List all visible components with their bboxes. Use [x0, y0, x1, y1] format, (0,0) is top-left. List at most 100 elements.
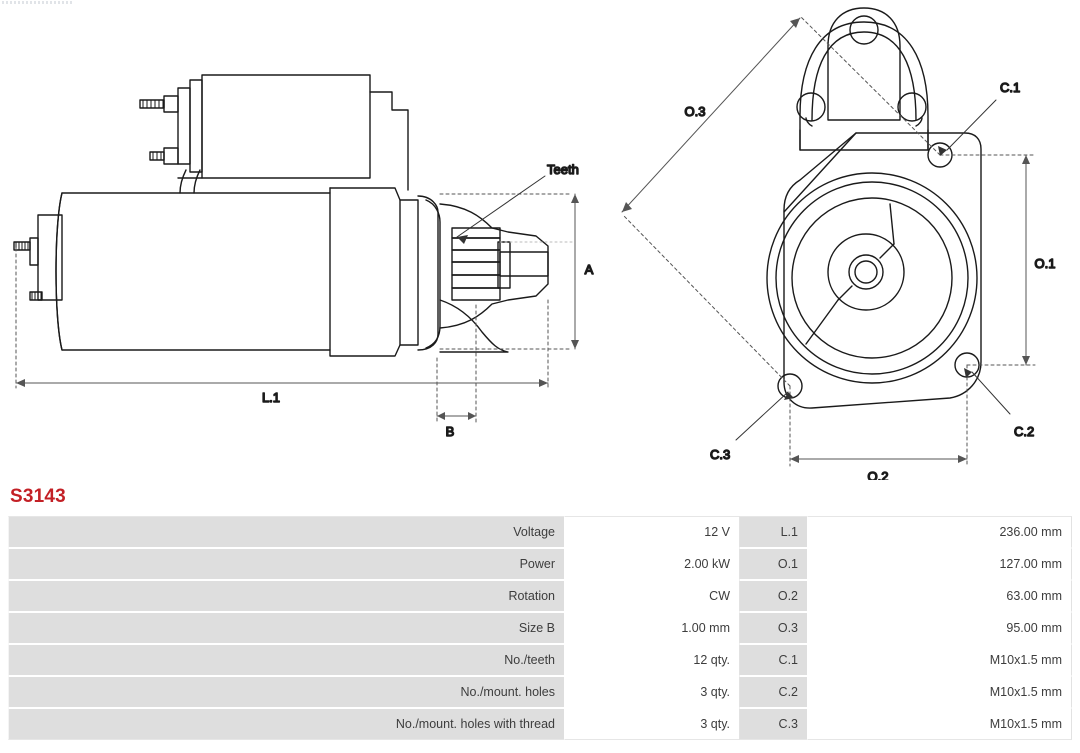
- spec-value: 2.00 kW: [565, 548, 740, 580]
- solenoid-end-plate: [177, 87, 191, 165]
- specification-table: Voltage 12 V L.1 236.00 mm Power 2.00 kW…: [8, 516, 1072, 740]
- spec-label: No./mount. holes with thread: [8, 708, 565, 740]
- stud-upper-thread: [15, 241, 29, 251]
- table-row: No./teeth 12 qty. C.1 M10x1.5 mm: [8, 644, 1072, 676]
- terminal-lower-stud: [149, 151, 165, 161]
- label-L1: L.1: [262, 390, 280, 405]
- solenoid-outer-ring: [827, 7, 901, 121]
- label-C3: C.3: [710, 447, 730, 462]
- table-row: No./mount. holes with thread 3 qty. C.3 …: [8, 708, 1072, 740]
- pinion-tooth-4: [451, 261, 501, 276]
- pinion-tooth-3: [451, 249, 501, 263]
- solenoid-body: [201, 74, 371, 179]
- spec-dimension: M10x1.5 mm: [808, 708, 1072, 740]
- ext-O3-diag: [799, 15, 941, 156]
- terminal-lower-thread: [152, 151, 162, 161]
- end-bracket-boss: [29, 237, 39, 266]
- arrow-A-bottom: [571, 340, 579, 349]
- label-O1: O.1: [1035, 256, 1056, 271]
- solenoid-housing-outer: [799, 21, 929, 151]
- solenoid-foot-left: [179, 169, 187, 194]
- spec-code: O.1: [740, 548, 808, 580]
- leader-teeth: [456, 175, 546, 238]
- dim-line-O3: [621, 17, 801, 213]
- table-row: Voltage 12 V L.1 236.00 mm: [8, 516, 1072, 548]
- side-view-dimensions: [15, 175, 579, 423]
- terminal-upper-nut: [163, 95, 179, 113]
- yoke-end-cap: [55, 192, 63, 351]
- spec-code: L.1: [740, 516, 808, 548]
- solenoid-housing-notch: [805, 117, 923, 127]
- leader-C3: [735, 391, 789, 441]
- label-B: B: [446, 424, 455, 439]
- spec-table-body: Voltage 12 V L.1 236.00 mm Power 2.00 kW…: [8, 516, 1072, 740]
- nose-silhouette: [439, 203, 549, 329]
- housing-circle-inner: [791, 197, 953, 359]
- solenoid-cap: [189, 79, 203, 173]
- label-teeth: Teeth: [547, 162, 579, 177]
- pinion-tooth-5: [451, 274, 501, 289]
- arrow-L1-right: [539, 379, 548, 387]
- arrow-C3: [784, 392, 794, 400]
- spec-code: O.3: [740, 612, 808, 644]
- solenoid-foot-right: [193, 169, 201, 194]
- end-bracket: [37, 214, 63, 301]
- stud-lower-thread: [31, 291, 42, 301]
- drive-housing-collar: [399, 199, 419, 346]
- arrow-O3-top: [790, 18, 800, 28]
- hub-rib: [805, 299, 839, 345]
- arrow-B-left: [437, 412, 445, 420]
- spec-label: Size B: [8, 612, 565, 644]
- drive-end-bell-inner: [425, 199, 441, 349]
- pinion-tooth-1: [451, 227, 501, 239]
- spec-dimension: 236.00 mm: [808, 516, 1072, 548]
- solenoid-housing-inner: [811, 31, 917, 121]
- starter-side-view: [13, 74, 549, 357]
- arrow-C2: [964, 368, 972, 378]
- spec-value: 12 qty.: [565, 644, 740, 676]
- spec-label: Voltage: [8, 516, 565, 548]
- bolt-hole-right: [897, 92, 927, 122]
- arrow-O2-left: [790, 455, 799, 463]
- housing-circle-mid: [775, 181, 969, 375]
- hub-rib-upper: [889, 203, 895, 245]
- terminal-lower-nut: [163, 147, 179, 165]
- housing-circle-outer: [766, 172, 978, 384]
- solenoid-bracket: [369, 91, 409, 191]
- flange-chamfer: [783, 132, 857, 213]
- label-O2: O.2: [868, 469, 889, 480]
- terminal-upper-thread: [142, 99, 164, 109]
- terminal-upper-stud: [139, 99, 165, 109]
- label-C2: C.2: [1014, 424, 1034, 439]
- spec-dimension: 95.00 mm: [808, 612, 1072, 644]
- starter-front-view: [766, 7, 982, 409]
- table-row: No./mount. holes 3 qty. C.2 M10x1.5 mm: [8, 676, 1072, 708]
- spec-value: 1.00 mm: [565, 612, 740, 644]
- arrow-A-top: [571, 194, 579, 203]
- spec-dimension: M10x1.5 mm: [808, 676, 1072, 708]
- spec-label: Rotation: [8, 580, 565, 612]
- spec-label: No./teeth: [8, 644, 565, 676]
- spec-dimension: 127.00 mm: [808, 548, 1072, 580]
- spec-dimension: 63.00 mm: [808, 580, 1072, 612]
- spec-code: C.1: [740, 644, 808, 676]
- bolt-hole-left: [796, 92, 826, 122]
- arrow-O3-bottom: [622, 202, 632, 212]
- pinion-tooth-6: [451, 287, 501, 301]
- spec-value: 3 qty.: [565, 708, 740, 740]
- spec-label: No./mount. holes: [8, 676, 565, 708]
- output-shaft: [499, 251, 549, 277]
- arrow-O2-right: [958, 455, 967, 463]
- spec-value: CW: [565, 580, 740, 612]
- hub-circle-inner: [854, 260, 878, 284]
- product-code-title: S3143: [10, 486, 66, 507]
- technical-drawings: L.1 B A Teeth: [13, 7, 1056, 480]
- arrow-teeth: [457, 235, 468, 244]
- arrow-O1-top: [1022, 155, 1030, 164]
- ext-O3-diag2: [623, 215, 791, 387]
- nose-lower-skirt: [439, 299, 509, 353]
- hub-circle-mid: [848, 254, 884, 290]
- pinion-tooth-2: [451, 237, 501, 251]
- drawings-svg: L.1 B A Teeth: [13, 7, 1056, 480]
